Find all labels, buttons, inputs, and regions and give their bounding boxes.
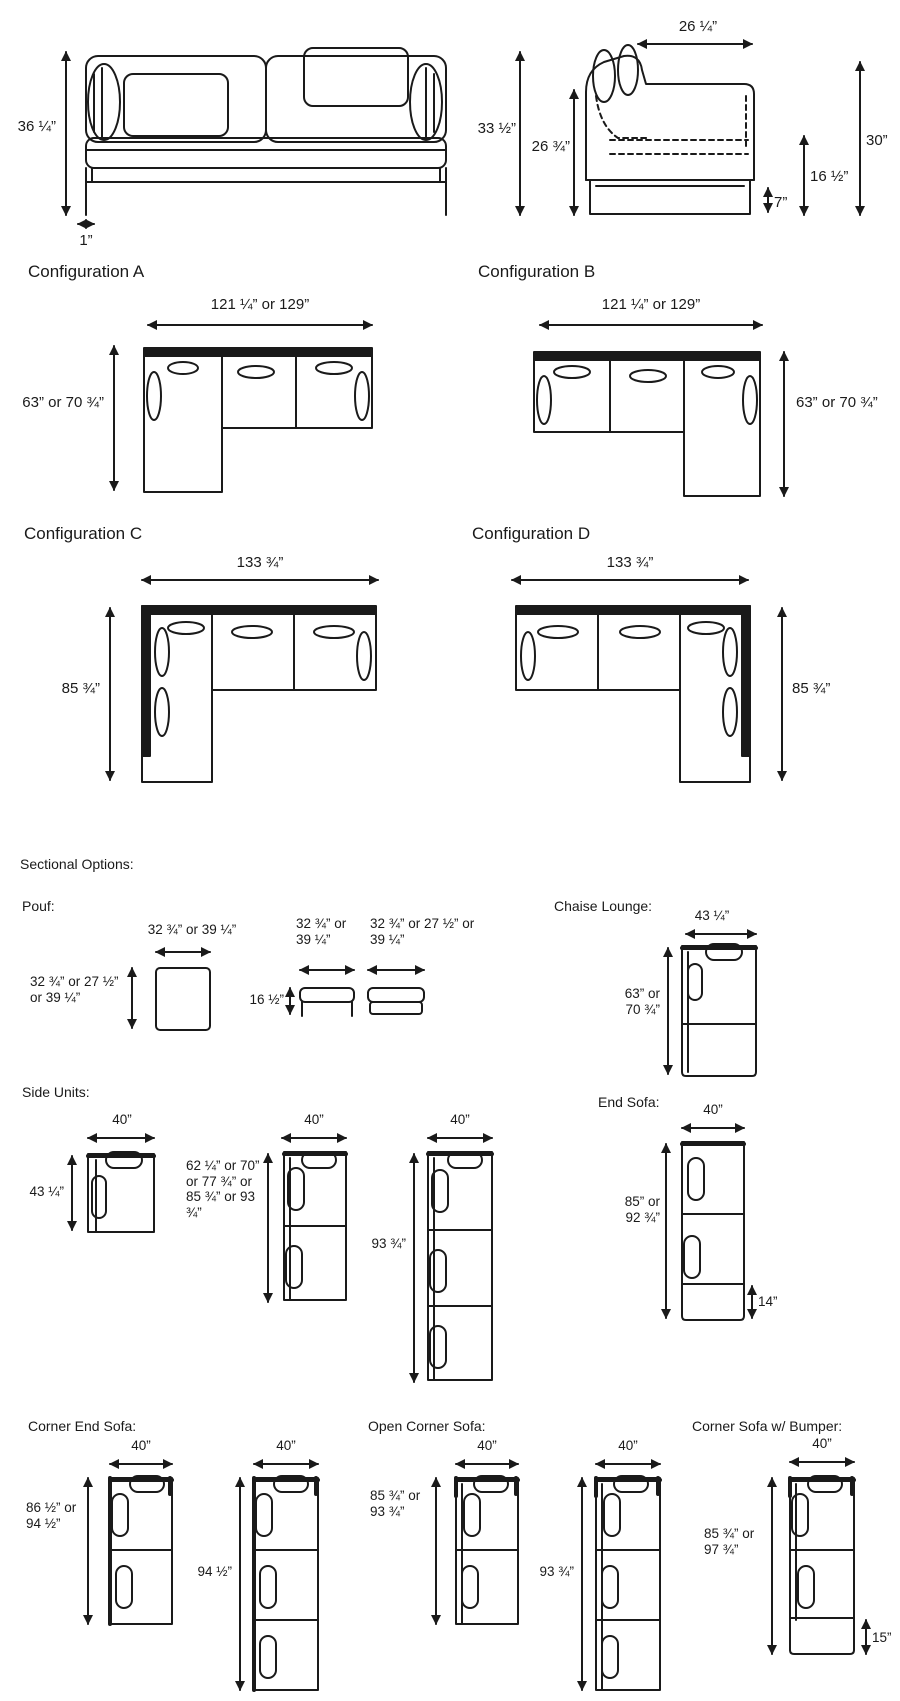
- end-sofa-bumper: 14”: [758, 1294, 778, 1309]
- corner-end-1-depth: 86 ½” or 94 ½”: [26, 1500, 77, 1531]
- side-seat-height-label: 16 ½”: [810, 168, 849, 185]
- pouf-height: 16 ½”: [249, 992, 284, 1007]
- open-corner-1-depth: 85 ¾” or 93 ¾”: [370, 1488, 421, 1519]
- throw-pillow-right: [303, 47, 409, 107]
- pouf-title: Pouf:: [22, 898, 55, 914]
- config-b-title: Configuration B: [478, 262, 596, 281]
- config-c-depth: 85 ¾”: [61, 680, 100, 697]
- sofa-side-elevation: [515, 39, 865, 216]
- end-sofa-title: End Sofa:: [598, 1094, 660, 1110]
- end-sofa-depth: 85” or 92 ¾”: [624, 1194, 660, 1225]
- side-units-title: Side Units:: [22, 1084, 90, 1100]
- pouf-side-a: [299, 987, 355, 1003]
- config-d-depth: 85 ¾”: [792, 680, 831, 697]
- sofa-front-elevation: [61, 47, 447, 229]
- side-unit-1-depth: 43 ¼”: [29, 1184, 64, 1199]
- side-unit-1-width: 40”: [112, 1112, 132, 1127]
- corner-end-2-depth: 94 ½”: [197, 1564, 232, 1579]
- side-back-height-label: 26 ¾”: [531, 138, 570, 155]
- bolster-right: [409, 63, 443, 141]
- pouf-top-view: [155, 967, 211, 1031]
- front-height-label: 36 ¼”: [17, 118, 56, 135]
- side-seat-depth-label: 26 ¼”: [678, 18, 718, 35]
- seat-cushion: [85, 137, 447, 169]
- back-cushion-right: [265, 55, 447, 143]
- config-d-width: 133 ¾”: [606, 554, 654, 571]
- config-b-width: 121 ¼” or 129”: [601, 296, 701, 313]
- config-a-title: Configuration A: [28, 262, 145, 281]
- side-base-frame: [589, 179, 751, 215]
- config-a-depth: 63” or 70 ¾”: [22, 394, 104, 411]
- open-corner-2-depth: 93 ¾”: [539, 1564, 574, 1579]
- corner-bumper-title: Corner Sofa w/ Bumper:: [692, 1418, 843, 1434]
- pouf-drawings: [127, 947, 425, 1031]
- config-c-plan: [105, 575, 379, 783]
- side-arm-height-label: 30”: [866, 132, 888, 149]
- side-profile: [585, 54, 755, 181]
- end-sofa-width: 40”: [703, 1102, 723, 1117]
- throw-pillow-left: [123, 73, 229, 137]
- open-corner-sofa-title: Open Corner Sofa:: [368, 1418, 486, 1434]
- config-c-title: Configuration C: [24, 524, 143, 543]
- side-total-height-label: 33 ½”: [477, 120, 516, 137]
- bolster-left: [87, 63, 121, 141]
- pouf-side-b: [367, 987, 425, 1003]
- corner-end-sofa-title: Corner End Sofa:: [28, 1418, 137, 1434]
- side-unit-2-width: 40”: [304, 1112, 324, 1127]
- side-unit-3-width: 40”: [450, 1112, 470, 1127]
- pouf-side-width-a: 32 ¾” or 39 ¼”: [296, 916, 347, 947]
- open-corner-2-width: 40”: [618, 1438, 638, 1453]
- side-leg-height-label: 7”: [774, 194, 788, 211]
- config-a-width: 121 ¼” or 129”: [210, 296, 310, 313]
- pouf-depth: 32 ¾” or 27 ½” or 39 ¼”: [30, 974, 119, 1005]
- pouf-width: 32 ¾” or 39 ¼”: [147, 922, 237, 937]
- pouf-side-width-b: 32 ¾” or 27 ½” or 39 ¼”: [370, 916, 475, 947]
- corner-bumper-sofa-drawing: [767, 1457, 871, 1655]
- corner-end-sofa-drawings: [83, 1459, 320, 1692]
- config-d-title: Configuration D: [472, 524, 591, 543]
- corner-bumper-bumper: 15”: [872, 1630, 892, 1645]
- config-d-plan: [511, 575, 787, 783]
- chaise-drawing: [663, 929, 758, 1077]
- side-units-drawings: [67, 1133, 494, 1383]
- end-sofa-drawing: [661, 1123, 757, 1321]
- front-leg-offset-label: 1”: [79, 232, 93, 249]
- corner-end-1-width: 40”: [131, 1438, 151, 1453]
- chaise-depth: 63” or 70 ¾”: [624, 986, 660, 1017]
- chaise-title: Chaise Lounge:: [554, 898, 653, 914]
- config-a-plan: [109, 320, 373, 493]
- config-b-depth: 63” or 70 ¾”: [796, 394, 878, 411]
- config-b-plan: [533, 320, 789, 497]
- side-unit-3-depth: 93 ¾”: [371, 1236, 406, 1251]
- side-unit-2-depth: 62 ¼” or 70” or 77 ¾” or 85 ¾” or 93 ¾”: [186, 1158, 260, 1220]
- corner-bumper-depth: 85 ¾” or 97 ¾”: [704, 1526, 755, 1557]
- corner-bumper-width: 40”: [812, 1436, 832, 1451]
- open-corner-sofa-drawings: [431, 1459, 662, 1691]
- chaise-width: 43 ¼”: [694, 908, 730, 923]
- open-corner-1-width: 40”: [477, 1438, 497, 1453]
- corner-end-2-width: 40”: [276, 1438, 296, 1453]
- sectional-options-title: Sectional Options:: [20, 856, 134, 872]
- config-c-width: 133 ¾”: [236, 554, 284, 571]
